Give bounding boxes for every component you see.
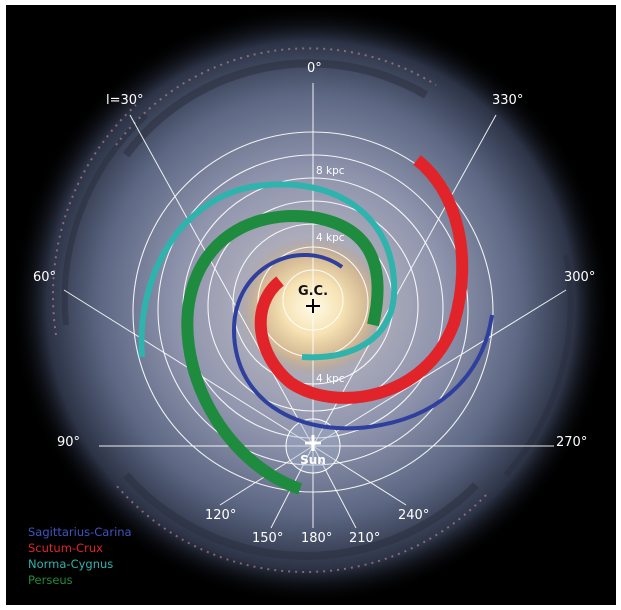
ring-label-8kpc: 8 kpc xyxy=(316,165,345,177)
longitude-label-30: l=30° xyxy=(106,93,144,108)
longitude-label-180: 180° xyxy=(301,531,332,546)
galaxy-map-frame: G.C. Sun 8 kpc 4 kpc 4 kpc 0° l=30° 60° … xyxy=(6,5,616,605)
longitude-line-300 xyxy=(312,289,567,447)
arm-norma-cygnus xyxy=(138,181,398,361)
star-regions xyxy=(51,47,487,573)
arm-perseus xyxy=(181,210,384,495)
ring-label-4kpc-lower: 4 kpc xyxy=(316,373,345,385)
longitude-line-210 xyxy=(312,445,357,529)
longitude-line-30 xyxy=(129,114,314,447)
galactic-center-cross xyxy=(306,299,320,313)
longitude-label-210: 210° xyxy=(349,531,380,546)
longitude-label-120: 120° xyxy=(205,508,236,523)
longitude-spokes xyxy=(63,83,567,529)
legend-item-sagittarius-carina: Sagittarius-Carina xyxy=(28,525,132,539)
galaxy-diagram: G.C. Sun 8 kpc 4 kpc 4 kpc 0° l=30° 60° … xyxy=(11,5,611,605)
legend-item-scutum-crux: Scutum-Crux xyxy=(28,541,103,555)
longitude-label-330: 330° xyxy=(492,93,523,108)
longitude-line-330 xyxy=(312,114,497,447)
longitude-labels: 0° l=30° 60° 90° 120° 150° 180° 210° 240… xyxy=(33,61,595,546)
legend-item-perseus: Perseus xyxy=(28,573,73,587)
longitude-label-60: 60° xyxy=(33,270,56,285)
sun-cross xyxy=(305,435,321,451)
longitude-label-240: 240° xyxy=(398,508,429,523)
legend-item-norma-cygnus: Norma-Cygnus xyxy=(28,557,113,571)
arm-sagittarius-carina xyxy=(231,253,494,431)
longitude-line-240 xyxy=(312,445,407,506)
arm-legend: Sagittarius-Carina Scutum-Crux Norma-Cyg… xyxy=(28,525,132,587)
sun-label: Sun xyxy=(300,453,326,467)
galactic-center-label: G.C. xyxy=(298,284,328,299)
longitude-label-0: 0° xyxy=(307,61,322,76)
longitude-label-270: 270° xyxy=(556,435,587,450)
longitude-label-150: 150° xyxy=(252,531,283,546)
longitude-label-90: 90° xyxy=(57,435,80,450)
ring-label-4kpc-upper: 4 kpc xyxy=(316,232,345,244)
dust-lanes xyxy=(61,59,574,560)
arm-scutum-crux xyxy=(254,155,469,404)
longitude-label-300: 300° xyxy=(564,270,595,285)
spiral-arms xyxy=(138,155,494,495)
